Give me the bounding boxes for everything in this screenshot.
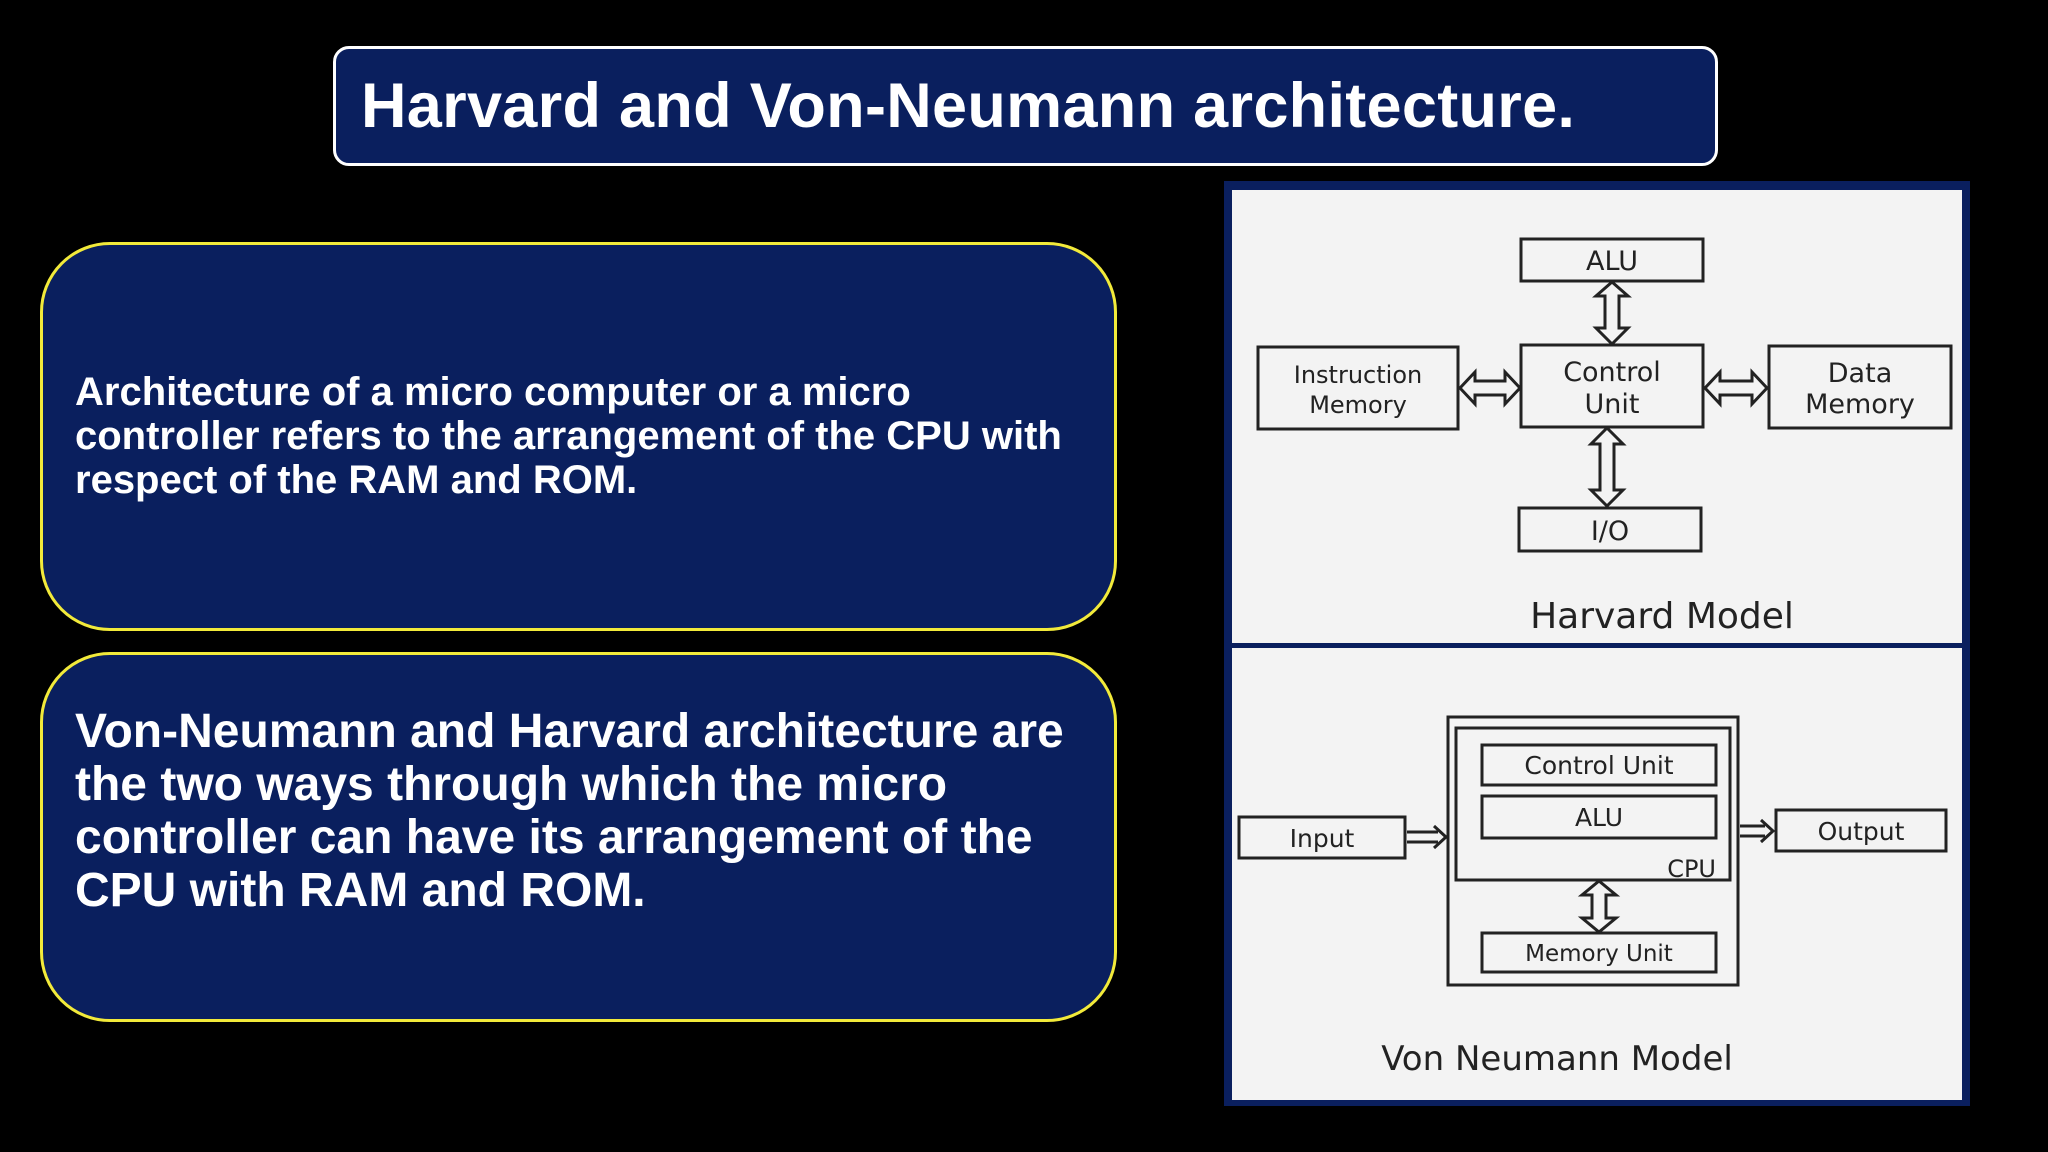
von-neumann-model-diagram: CPU Control Unit ALU Memory Unit Input O…	[1224, 644, 1970, 1106]
input-box	[1237, 815, 1407, 860]
harvard-model-diagram: ALU Control Unit Instruction Memory Data…	[1224, 181, 1970, 665]
instruction-control-double-arrow	[1457, 368, 1523, 408]
harvard-io-box	[1517, 506, 1703, 553]
definition-text: Architecture of a micro computer or a mi…	[75, 370, 1062, 502]
alu-control-double-arrow	[1592, 280, 1632, 347]
harvard-instruction-memory-label-1: Instruction	[1294, 361, 1422, 389]
harvard-instruction-memory-label-2: Memory	[1309, 391, 1407, 419]
output-label: Output	[1818, 817, 1905, 846]
cpu-box	[1454, 726, 1732, 882]
cpu-memory-double-arrow	[1577, 879, 1621, 934]
title-banner: Harvard and Von-Neumann architecture.	[333, 46, 1718, 166]
von-neumann-arrows	[1407, 818, 1776, 934]
output-arrow-head	[1759, 818, 1776, 844]
input-arrow-head	[1432, 824, 1449, 850]
harvard-data-memory-label-2: Memory	[1805, 389, 1915, 420]
definition-card: Architecture of a micro computer or a mi…	[40, 242, 1117, 631]
von-neumann-canvas	[1232, 648, 1962, 1100]
harvard-caption: Harvard Model	[1530, 596, 1794, 637]
input-label: Input	[1290, 824, 1355, 853]
cpu-label: CPU	[1667, 855, 1716, 883]
system-box	[1446, 715, 1740, 987]
output-arrow-shaft	[1740, 824, 1765, 838]
control-data-double-arrow	[1702, 368, 1770, 408]
vn-alu-box	[1480, 794, 1718, 840]
harvard-alu-label: ALU	[1586, 246, 1638, 277]
harvard-arrows	[1457, 280, 1770, 509]
vn-alu-label: ALU	[1575, 803, 1623, 832]
harvard-data-memory-box	[1767, 344, 1953, 430]
output-box	[1774, 808, 1948, 853]
harvard-data-memory-label-1: Data	[1828, 358, 1892, 389]
architectures-card: Von-Neumann and Harvard architecture are…	[40, 652, 1117, 1022]
von-neumann-caption: Von Neumann Model	[1381, 1039, 1733, 1079]
memory-unit-label: Memory Unit	[1525, 941, 1673, 967]
vn-control-unit-label: Control Unit	[1524, 751, 1673, 780]
input-arrow-shaft	[1407, 830, 1438, 844]
harvard-control-unit-label-1: Control	[1563, 357, 1661, 388]
harvard-control-unit-label-2: Unit	[1585, 389, 1640, 420]
harvard-canvas	[1232, 190, 1962, 643]
control-io-double-arrow	[1587, 425, 1627, 509]
harvard-io-label: I/O	[1591, 516, 1629, 547]
slide-title: Harvard and Von-Neumann architecture.	[361, 71, 1576, 141]
architectures-text: Von-Neumann and Harvard architecture are…	[75, 705, 1064, 917]
vn-control-unit-box	[1480, 743, 1718, 787]
